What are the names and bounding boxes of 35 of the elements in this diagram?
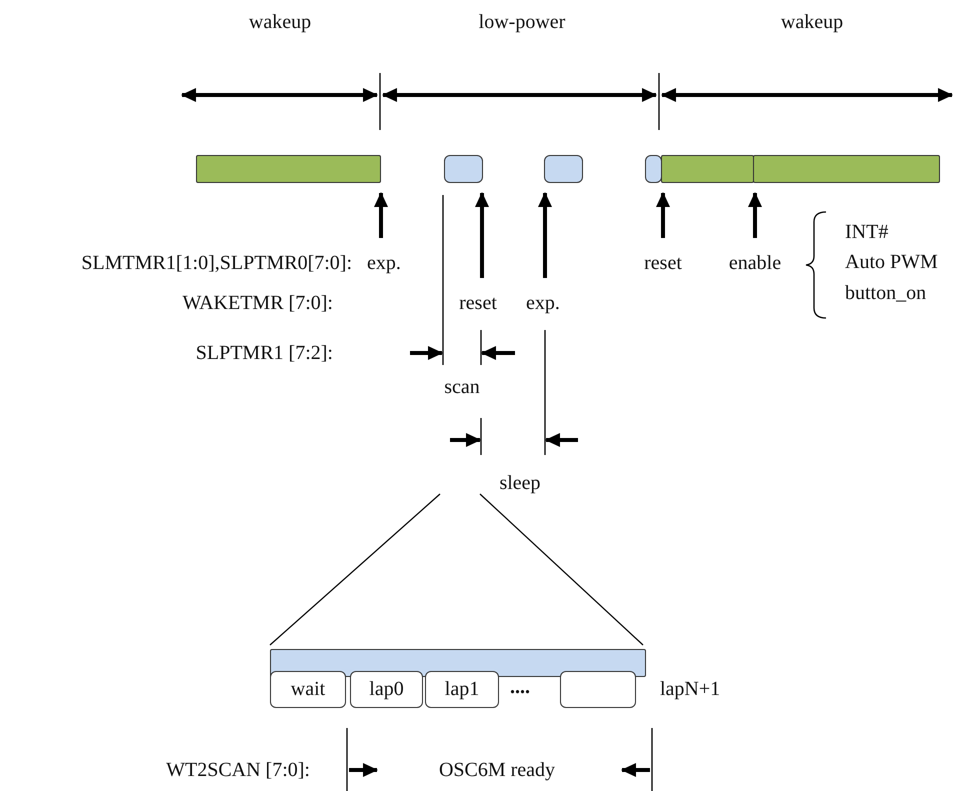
arrow <box>475 192 489 278</box>
scan-block <box>544 155 583 183</box>
interval-label: sleep <box>499 472 541 494</box>
trigger-label: Auto PWM <box>845 251 938 273</box>
timeline-bar <box>196 155 381 183</box>
event-label: exp. <box>526 292 560 314</box>
event-label: reset <box>459 292 497 314</box>
scan-block <box>645 155 662 183</box>
scan-block <box>444 155 483 183</box>
arrow <box>748 192 762 238</box>
event-label: exp. <box>367 252 401 274</box>
phase-box: wait <box>270 671 346 708</box>
phase-label: low-power <box>478 11 566 33</box>
trigger-label: INT# <box>845 221 888 243</box>
phase-box: lap1 <box>425 671 499 708</box>
register-label: WAKETMR [7:0]: <box>182 292 333 314</box>
trigger-label: button_on <box>845 282 926 304</box>
interval-label: scan <box>444 376 480 398</box>
arrow <box>656 192 670 238</box>
interval-label: OSC6M ready <box>438 759 556 781</box>
phase-label: wakeup <box>780 11 844 33</box>
timeline-bar <box>753 155 940 183</box>
register-label: SLMTMR1[1:0],SLPTMR0[7:0]: <box>81 252 352 274</box>
arrow <box>374 192 388 238</box>
phase-box: lap0 <box>350 671 423 708</box>
register-label: WT2SCAN [7:0]: <box>166 759 310 781</box>
event-label: enable <box>728 252 782 274</box>
arrow <box>538 192 552 278</box>
register-label: SLPTMR1 [7:2]: <box>196 342 333 364</box>
phase-box <box>560 671 636 708</box>
phase-label: wakeup <box>248 11 312 33</box>
ellipsis: .... <box>510 676 530 698</box>
phase-label: lapN+1 <box>660 678 720 700</box>
event-label: reset <box>644 252 682 274</box>
timeline-bar <box>661 155 754 183</box>
